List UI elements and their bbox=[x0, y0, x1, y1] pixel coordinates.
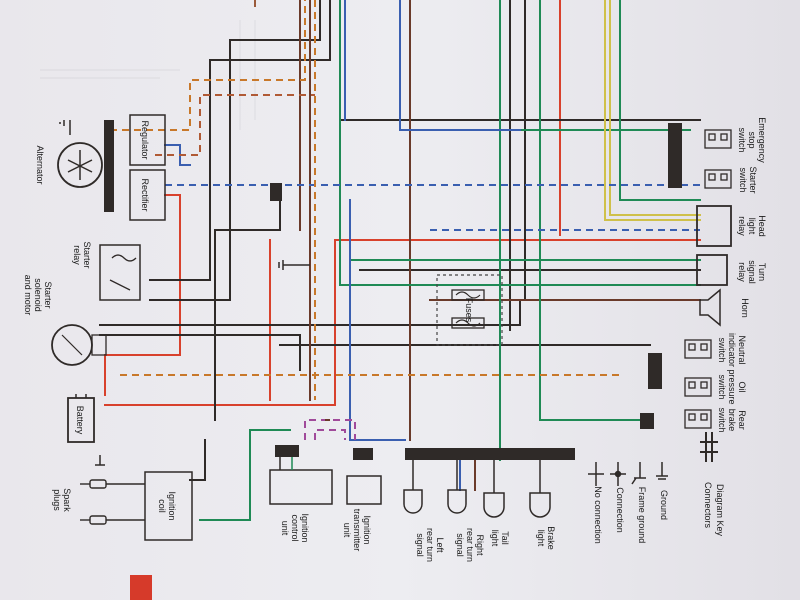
starter-switch-label: Starterswitch bbox=[738, 166, 758, 193]
neutral-indicator-label: Neutralindicatorswitch bbox=[717, 333, 747, 367]
right-rear-turn-bulb bbox=[447, 460, 467, 514]
ground-icon bbox=[59, 120, 71, 135]
switch-connector-mid bbox=[648, 353, 662, 389]
key-frame-ground-label: Frame ground bbox=[637, 487, 647, 544]
left-rear-turn-label: Leftrear turnsignal bbox=[415, 528, 445, 562]
rectifier-label: Rectifier bbox=[140, 178, 150, 211]
regulator-label: Regulator bbox=[140, 120, 150, 159]
head-light-relay-label: Headlightrelay bbox=[737, 215, 767, 237]
left-rear-turn-bulb bbox=[403, 460, 423, 514]
rear-brake-switch-symbol bbox=[684, 409, 712, 429]
brake-light-label: Brakelight bbox=[536, 526, 556, 550]
switch-connector-low bbox=[640, 413, 654, 429]
page-tab bbox=[130, 575, 152, 600]
wire-dashed-red-brown bbox=[155, 94, 315, 156]
wire-yellow-1 bbox=[609, 0, 701, 216]
oil-pressure-switch-symbol bbox=[684, 377, 712, 397]
turn-signal-relay-box bbox=[696, 254, 728, 286]
wire-blue-2 bbox=[399, 0, 521, 131]
connection-key-icon bbox=[610, 462, 626, 486]
ground-icon bbox=[278, 260, 310, 270]
wire-dashed-orange bbox=[110, 0, 306, 131]
head-light-relay-box bbox=[696, 205, 732, 247]
wire-green-4 bbox=[539, 0, 641, 421]
spark-plug-1 bbox=[80, 479, 145, 489]
rectifier-box bbox=[129, 169, 166, 221]
starter-motor-symbol bbox=[51, 324, 107, 366]
ignition-coil-label: Ignitioncoil bbox=[157, 491, 177, 520]
rear-brake-label: Rearbrakeswitch bbox=[717, 407, 747, 432]
ignition-coil-box bbox=[144, 471, 193, 541]
spark-plugs-label: Sparkplugs bbox=[52, 488, 72, 512]
ignition-transmitter-connector bbox=[353, 448, 373, 460]
switch-connector-top bbox=[668, 123, 682, 188]
tail-light-label: Taillight bbox=[490, 530, 510, 547]
ignition-transmitter-label: Ignitiontransmitterunit bbox=[342, 509, 372, 552]
wire-dark-3 bbox=[189, 439, 206, 481]
tail-light-bulb bbox=[483, 460, 505, 518]
neutral-indicator-switch-symbol bbox=[684, 339, 712, 359]
wire-green-2 bbox=[339, 0, 701, 286]
ground-icon bbox=[95, 455, 105, 466]
key-ground-label: Ground bbox=[659, 490, 669, 520]
key-no-connection-label: No connection bbox=[593, 486, 603, 544]
ground-key-icon bbox=[656, 462, 668, 480]
key-connection-label: Connection bbox=[615, 487, 625, 533]
fuse-box bbox=[436, 274, 503, 346]
brake-light-bulb bbox=[529, 460, 551, 518]
wire-blue-3 bbox=[349, 199, 406, 441]
alternator-symbol bbox=[57, 142, 103, 188]
horn-symbol bbox=[699, 288, 721, 327]
right-rear-turn-label: Rightrear turnsignal bbox=[455, 528, 485, 562]
turn-signal-relay-label: Turnsignalrelay bbox=[737, 260, 767, 284]
wire-red-rectifier bbox=[104, 194, 181, 396]
wire-yellow-2 bbox=[604, 0, 701, 221]
spark-plug-2 bbox=[80, 515, 145, 525]
wire-dark-5 bbox=[99, 299, 521, 326]
emergency-stop-switch-symbol bbox=[704, 129, 732, 149]
bus-bar bbox=[405, 448, 575, 460]
battery-label: Battery bbox=[75, 406, 85, 435]
alternator-connector bbox=[104, 120, 114, 212]
starter-solenoid-label: Startersolenoidand motor bbox=[23, 275, 53, 316]
starter-switch-symbol bbox=[704, 169, 732, 189]
junction-block bbox=[270, 183, 282, 201]
wire-green-1 bbox=[199, 429, 291, 521]
alternator-label: Alternator bbox=[35, 145, 45, 184]
fuses-label: Fuses bbox=[464, 298, 474, 323]
wire-dark-6 bbox=[99, 334, 301, 371]
no-connection-key-icon bbox=[588, 462, 604, 486]
connectors-key-icon bbox=[700, 432, 718, 462]
wire-red-main bbox=[104, 239, 701, 406]
ignition-transmitter-box bbox=[346, 475, 382, 505]
wire-green-6 bbox=[619, 0, 701, 201]
ignition-control-connector bbox=[275, 445, 299, 457]
starter-relay-label: Starterrelay bbox=[72, 241, 92, 268]
battery-symbol bbox=[67, 394, 95, 443]
key-connectors-label: Connectors bbox=[703, 482, 713, 529]
oil-pressure-label: Oilpressureswitch bbox=[717, 369, 747, 404]
emergency-stop-label: Emergencystopswitch bbox=[737, 117, 767, 163]
wire-dark-1 bbox=[149, 0, 321, 301]
wire-dashed-purple-2 bbox=[314, 429, 346, 440]
ignition-control-box bbox=[269, 469, 333, 505]
ignition-control-label: Ignitioncontrolunit bbox=[280, 513, 310, 542]
wire-dark-2 bbox=[149, 0, 331, 281]
regulator-box bbox=[129, 114, 166, 166]
starter-relay-box bbox=[99, 244, 141, 301]
diagram-key-title: Diagram Key bbox=[715, 484, 725, 537]
horn-label: Horn bbox=[740, 298, 750, 318]
frame-ground-key-icon bbox=[631, 462, 646, 485]
